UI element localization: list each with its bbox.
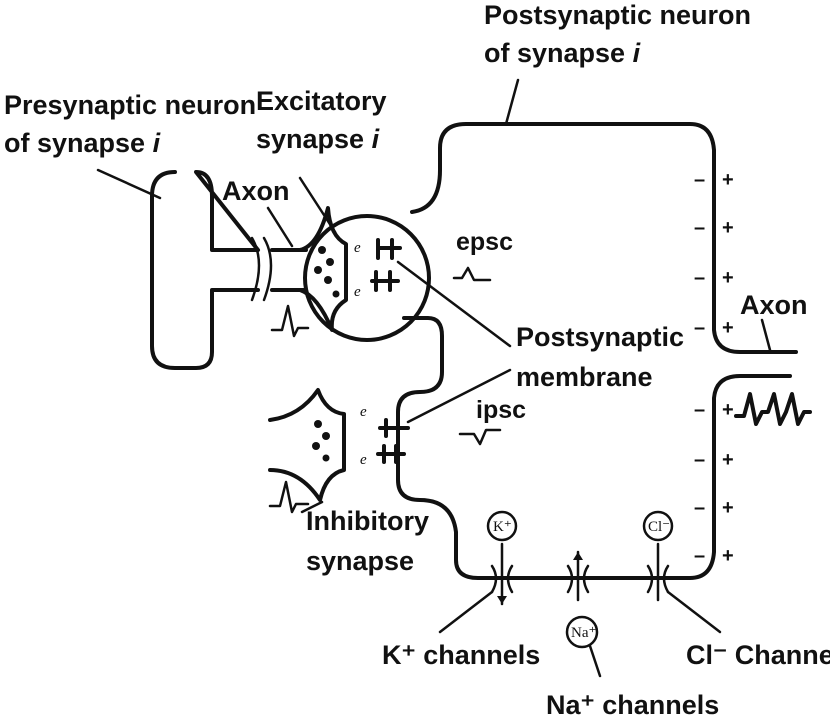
excitatory-receptors [370,238,402,292]
postsynaptic-neuron-label-2: of synapse i [484,38,641,68]
k-channel: K⁺ [486,510,518,606]
inhibitory-receptors [376,418,410,464]
ipsc-trace [458,428,502,446]
svg-text:+: + [722,169,734,191]
svg-text:+: + [722,497,734,519]
postsynaptic-neuron-outline [410,122,798,354]
presynaptic-neuron-body [150,170,260,370]
excitatory-vesicles [314,246,340,298]
inhibitory-e2: e [360,452,367,468]
svg-text:–: – [694,267,705,289]
axon-left-leader [266,206,294,248]
membrane-leader-2 [406,368,512,424]
svg-text:–: – [694,169,705,191]
cl-channels-label: Cl⁻ Channels [686,640,830,670]
svg-text:–: – [694,497,705,519]
inhibitory-synapse-label-1: Inhibitory [306,506,429,536]
inhibitory-synapse-label-2: synapse [306,546,414,576]
k-channels-leader [438,590,494,634]
svg-text:+: + [722,399,734,421]
axon-right-label: Axon [740,290,808,320]
presynaptic-leader [96,168,162,200]
excitatory-ap-trace [270,304,310,338]
svg-text:Cl⁻: Cl⁻ [648,519,670,535]
postsynaptic-neuron-label-1: Postsynaptic neuron [484,0,751,30]
svg-text:+: + [722,449,734,471]
na-channels-leader [588,644,602,678]
inhibitory-e1: e [360,404,367,420]
inhibitory-vesicles [312,420,330,462]
axon-spike-train [734,392,812,426]
na-channels-label: Na⁺ channels [546,690,719,720]
excitatory-terminal [298,206,348,332]
inhibitory-ap-trace [268,480,310,514]
excitatory-e1: e [354,240,361,256]
inhibitory-terminal [268,388,346,502]
presynaptic-neuron-label-2: of synapse i [4,128,161,158]
svg-text:+: + [722,545,734,567]
svg-text:+: + [722,267,734,289]
cl-channel: Cl⁻ [642,510,674,602]
inhibitory-leader [300,500,324,514]
postsynaptic-membrane-label-2: membrane [516,362,653,392]
membrane-signs: –+ –+ –+ –+ –+ –+ –+ –+ [694,169,734,567]
na-channel: Na⁺ [565,550,599,649]
excitatory-e2: e [354,284,361,300]
svg-text:+: + [722,217,734,239]
svg-text:–: – [694,399,705,421]
membrane-leader-1 [396,260,512,348]
svg-text:–: – [694,545,705,567]
svg-text:–: – [694,217,705,239]
axon-to-terminal [270,248,308,292]
axon-right-leader [760,318,772,352]
epsc-trace [452,266,492,282]
excitatory-synapse-circle [303,214,431,342]
svg-text:K⁺: K⁺ [493,519,512,535]
postsynaptic-leader [504,78,520,126]
excitatory-synapse-label-2: synapse i [256,124,380,154]
svg-text:–: – [694,317,705,339]
ipsc-label: ipsc [476,396,526,424]
presynaptic-neuron-label-1: Presynaptic neuron [4,90,256,120]
postsynaptic-neuron-lower [396,316,792,580]
k-channels-label: K⁺ channels [382,640,540,670]
axon-break [250,236,273,302]
epsc-label: epsc [456,228,513,256]
cl-channels-leader [666,590,722,634]
svg-text:–: – [694,449,705,471]
excitatory-synapse-label-1: Excitatory [256,86,387,116]
svg-text:+: + [722,317,734,339]
axon-left-label: Axon [222,176,290,206]
postsynaptic-membrane-label-1: Postsynaptic [516,322,684,352]
svg-text:Na⁺: Na⁺ [571,625,596,641]
